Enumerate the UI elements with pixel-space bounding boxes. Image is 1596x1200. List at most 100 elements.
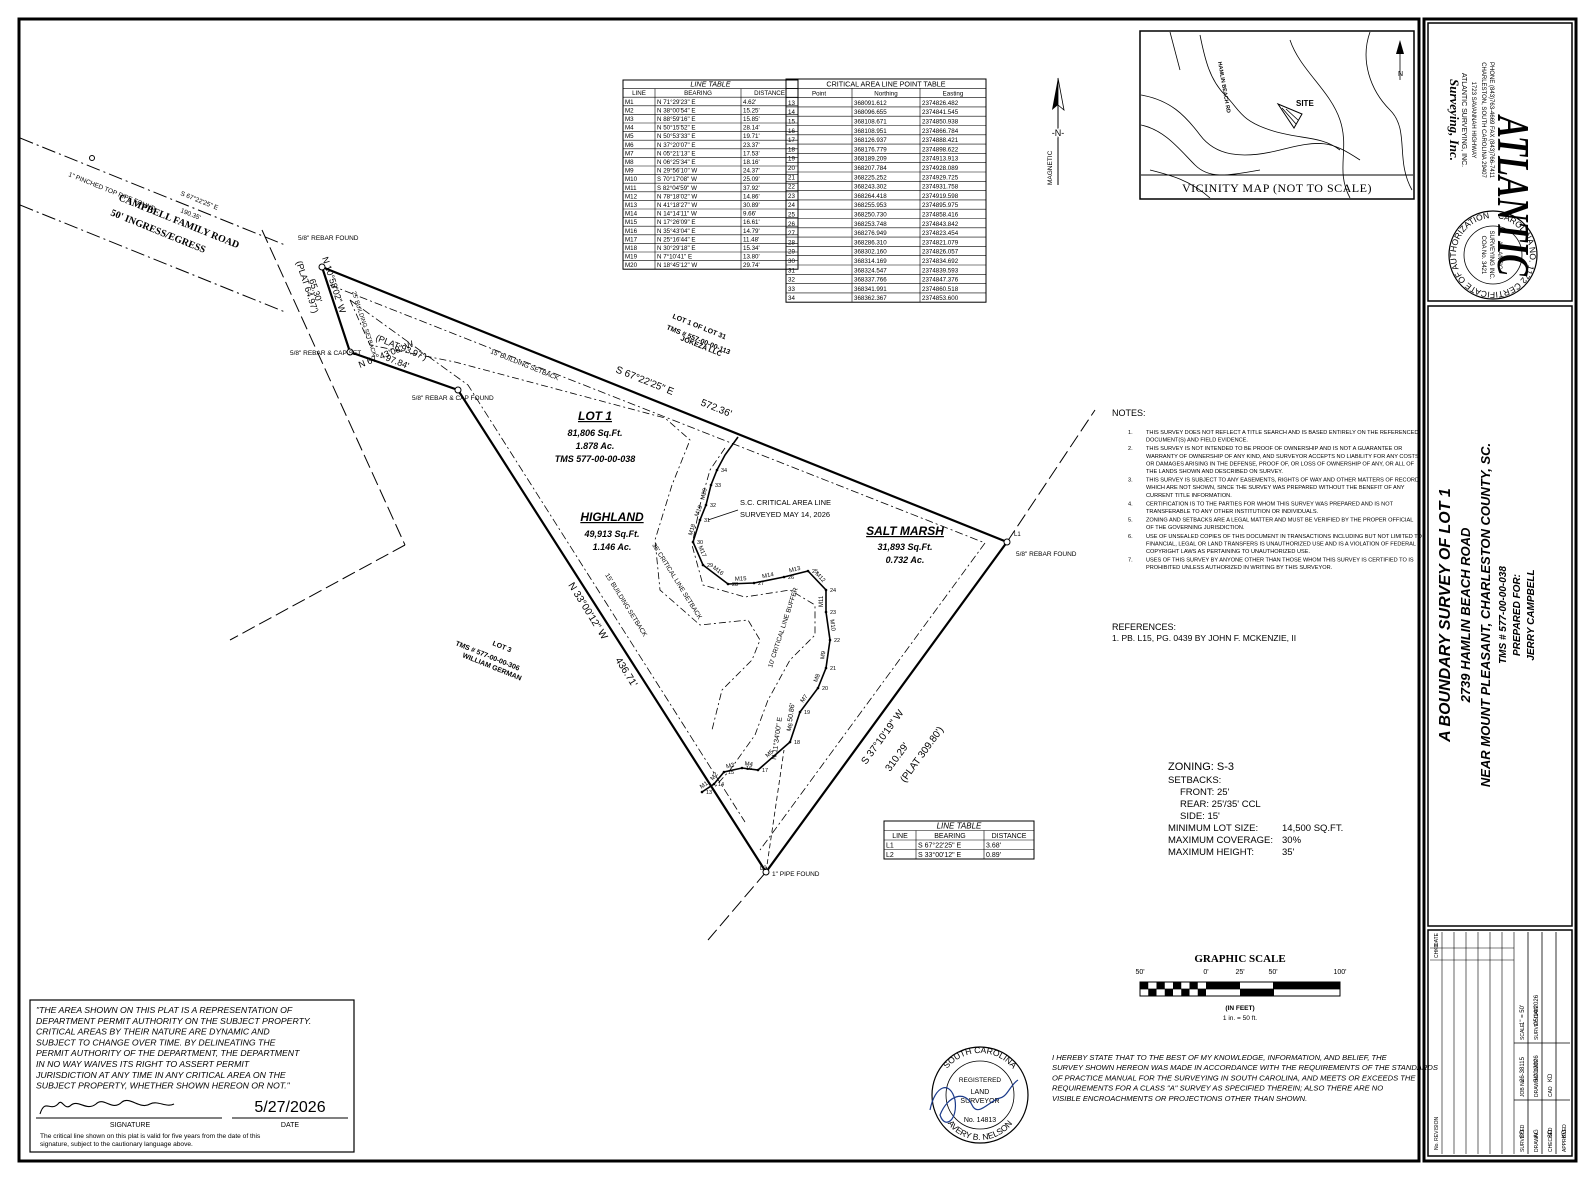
- coa-seal: [1448, 210, 1538, 300]
- seal-surveyor: SURVEYOR: [960, 1098, 999, 1105]
- lot1-sqft: 81,806 Sq.Ft.: [567, 428, 622, 438]
- critical-table-header: Point: [812, 91, 826, 98]
- critical-table-cell: 368250.730: [854, 212, 887, 219]
- line-table-cell: N 37°20'07" E: [657, 142, 696, 149]
- critical-table-cell: 2374826.057: [922, 249, 959, 256]
- company-city: CHARLESTON, SOUTH CAROLINA 29407: [1480, 62, 1486, 178]
- note-item: THIS SURVEY IS NOT INTENDED TO BE PROOF …: [1146, 446, 1402, 452]
- certification-line: SURVEY SHOWN HEREON WAS MADE IN ACCORDAN…: [1052, 1063, 1438, 1072]
- note-item: THIS SURVEY DOES NOT REFLECT A TITLE SEA…: [1146, 430, 1418, 436]
- line-table-header: LINE: [632, 90, 646, 97]
- line-table-cell: N 35°43'04" E: [657, 228, 696, 235]
- critical-point-label: 14: [718, 782, 724, 788]
- critical-table-cell: 368286.310: [854, 239, 887, 246]
- map-shore-2: [1365, 32, 1413, 191]
- line-table-cell: S 70°17'08" W: [657, 176, 697, 183]
- scale-segment: [1189, 982, 1198, 989]
- line-table-cell: N 7°10'41" E: [657, 254, 692, 261]
- line-table-cell: M17: [625, 236, 638, 243]
- critical-table-cell: 368302.160: [854, 249, 887, 256]
- note-item: PROHIBITED UNLESS AUTHORIZED IN WRITING …: [1146, 565, 1333, 571]
- line-table-cell: M7: [625, 150, 634, 157]
- critical-segment-label: M7: [800, 693, 810, 704]
- drawing-date-label: DRAWING DATE: [1534, 1058, 1540, 1097]
- critical-table-cell: 2374929.725: [922, 174, 959, 181]
- drawing-date-value: 5/20/2026: [1534, 1055, 1540, 1082]
- critical-segment-label: M17: [697, 545, 707, 559]
- critical-point-marker: [788, 740, 792, 744]
- critical-table-cell: 368096.655: [854, 109, 887, 116]
- critical-table-cell: 29: [788, 249, 795, 256]
- scale-segment: [1148, 989, 1157, 996]
- critical-table-title: CRITICAL AREA LINE POINT TABLE: [826, 79, 945, 88]
- company-line2: Surveying, Inc.: [1447, 79, 1462, 161]
- critical-statement-line: PERMIT AUTHORITY OF THE DEPARTMENT, THE …: [36, 1048, 300, 1058]
- scale-segment: [1164, 989, 1173, 996]
- vicinity-map-caption: VICINITY MAP (NOT TO SCALE): [1182, 181, 1372, 195]
- line-table-small-header: LINE: [892, 833, 908, 840]
- line-table-cell: 9.66': [743, 211, 756, 218]
- critical-segment-label: M11: [819, 595, 825, 607]
- critical-table-cell: 2374850.938: [922, 119, 959, 126]
- critical-segment-label: M20: [700, 487, 709, 500]
- zoning-label: ZONING: S-3: [1168, 761, 1234, 773]
- north-arrow-label: -N-: [1052, 128, 1065, 138]
- critical-point-marker: [824, 588, 828, 592]
- line-table-small-title: LINE TABLE: [937, 822, 982, 831]
- note-item: ZONING AND SETBACKS ARE A LEGAL MATTER A…: [1146, 518, 1413, 524]
- line-table-cell: N 41°18'27" W: [657, 202, 697, 209]
- critical-point-marker: [752, 581, 756, 585]
- survey-address: 2739 HAMLIN BEACH ROAD: [1458, 527, 1473, 703]
- critical-table-cell: 368337.766: [854, 277, 887, 284]
- critical-table-cell: 17: [788, 137, 795, 144]
- line-table-cell: 24.37': [743, 168, 760, 175]
- critical-table-cell: 2374866.784: [922, 128, 959, 135]
- setbacks-label: SETBACKS:: [1168, 775, 1221, 786]
- critical-table-cell: 2374834.692: [922, 258, 959, 265]
- seal-number: No. 14813: [964, 1117, 996, 1124]
- critical-point-marker: [824, 610, 828, 614]
- company-logo-block: ATLANTIC Surveying, Inc. ATLANTIC SURVEY…: [1447, 62, 1539, 300]
- critical-table-cell: 14: [788, 109, 795, 116]
- line-table-small-cell: S 33°00'12" E: [918, 851, 962, 859]
- survey-tms: TMS # 577-00-00-038: [1498, 566, 1509, 664]
- line-table-cell: M4: [625, 125, 634, 132]
- line-table-cell: N 30°29'18" E: [657, 245, 696, 252]
- extension-south: [707, 871, 767, 941]
- line-table-small-cell: 0.89': [986, 852, 1001, 859]
- zoning-block: ZONING: S-3 SETBACKS: FRONT: 25' REAR: 2…: [1168, 761, 1343, 858]
- line-table-cell: M13: [625, 202, 638, 209]
- line-table-cell: N 29°56'10" W: [657, 168, 697, 175]
- critical-segment-label: M14: [762, 572, 775, 580]
- scale-tick-label: 100': [1333, 969, 1346, 976]
- graphic-scale-ratio: 1 in. = 50 ft.: [1223, 1015, 1257, 1022]
- line-table-header: BEARING: [684, 90, 712, 97]
- max-height-value: 35': [1282, 847, 1295, 858]
- critical-table-cell: 368324.547: [854, 267, 887, 274]
- critical-table-cell: 2374860.518: [922, 286, 959, 293]
- note-number: 6.: [1128, 534, 1133, 540]
- rebar-found-marker: [318, 263, 326, 271]
- signature-scribble: [39, 1100, 175, 1115]
- ccl-setback-label: 35' CRITICAL LINE SETBACK: [650, 542, 703, 621]
- note-item: FINANCIAL, LEGAL OR LAND TRANSFERS IS UN…: [1146, 541, 1416, 547]
- critical-point-label: 28: [732, 582, 738, 588]
- note-item: CERTIFICATION IS TO THE PARTIES FOR WHOM…: [1146, 501, 1394, 507]
- max-coverage-label: MAXIMUM COVERAGE:: [1168, 835, 1273, 846]
- line-table-cell: 14.79': [743, 228, 760, 235]
- plot-border: [17, 17, 1421, 1163]
- critical-point-marker: [704, 503, 708, 507]
- max-coverage-value: 30%: [1282, 835, 1302, 846]
- drawn-label: DRAWN: [1534, 1133, 1540, 1152]
- critical-point-marker: [726, 582, 730, 586]
- line-table-cell: N 88°59'16" E: [657, 116, 696, 123]
- line-table-cell: M9: [625, 168, 634, 175]
- critical-footer-line: The critical line shown on this plat is …: [40, 1133, 261, 1140]
- highland-sqft: 49,913 Sq.Ft.: [583, 529, 639, 539]
- line-table-cell: M10: [625, 176, 638, 183]
- coa-seal-inner-2: SURVEYING INC.: [1488, 231, 1494, 280]
- critical-point-label: 31: [704, 518, 710, 524]
- critical-point-marker: [816, 686, 820, 690]
- critical-table-cell: 368189.209: [854, 156, 887, 163]
